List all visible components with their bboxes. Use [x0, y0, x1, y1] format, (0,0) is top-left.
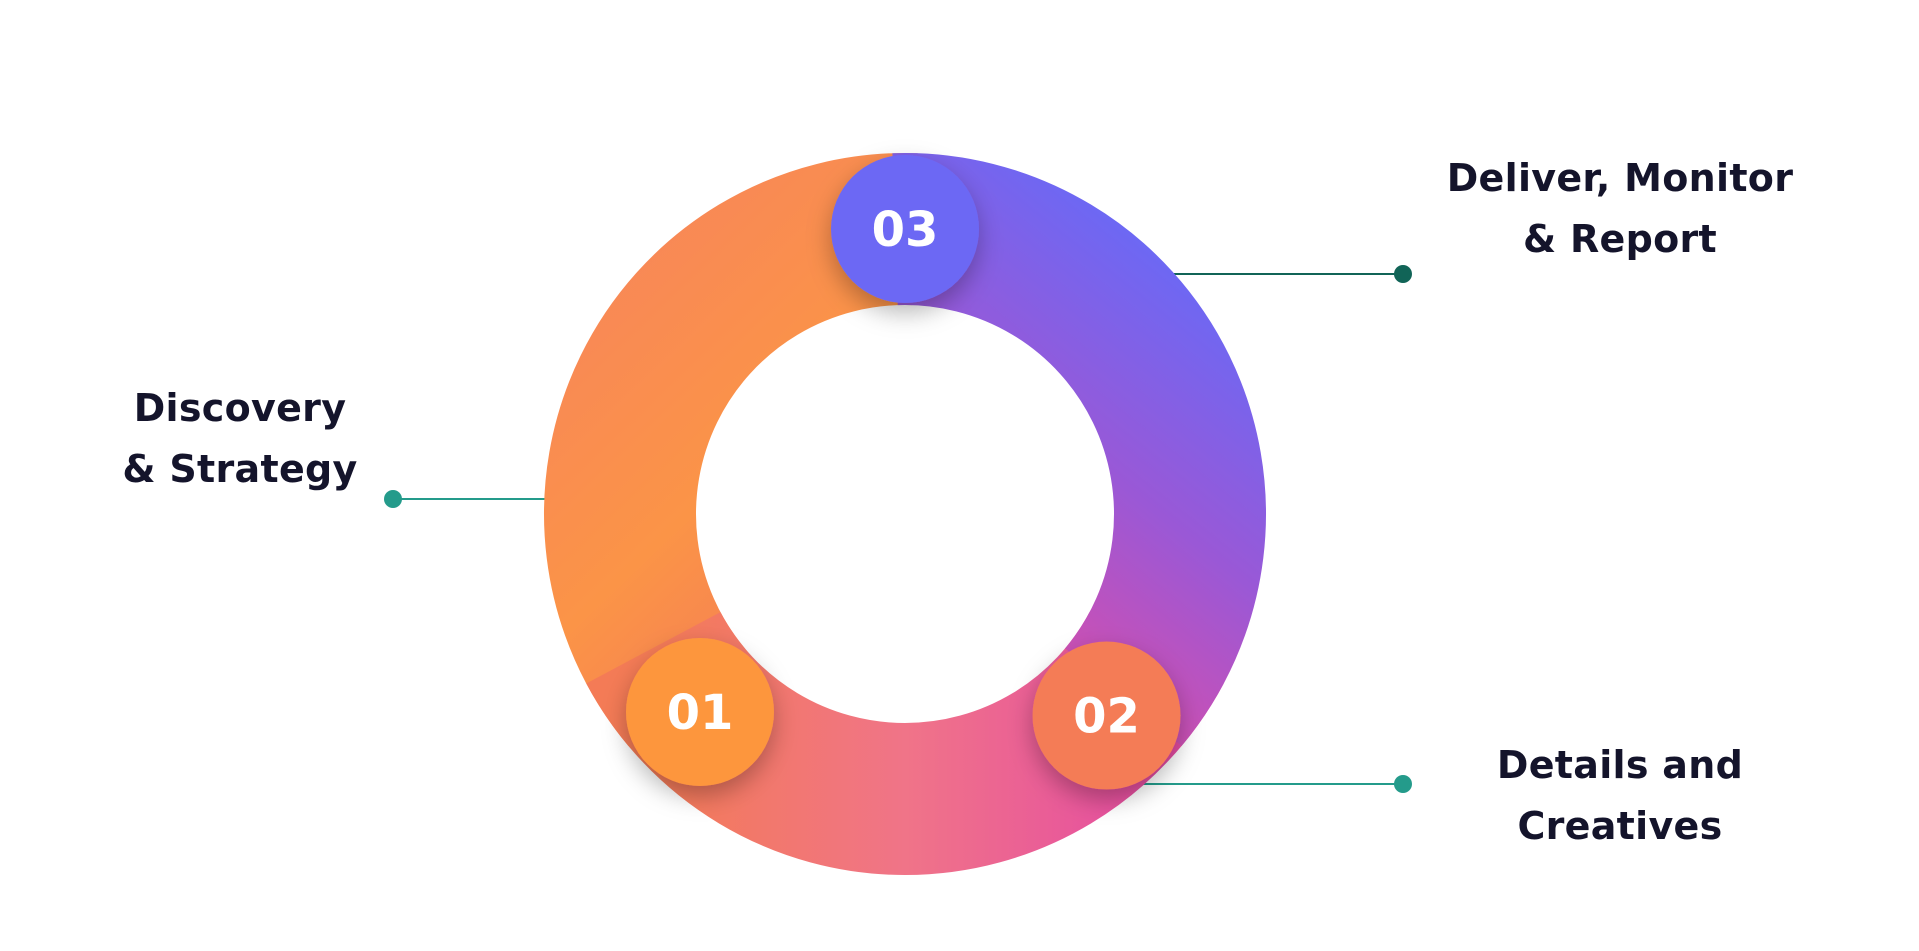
- connector-dot-step-2: [1394, 775, 1412, 793]
- step-02-badge-number: 02: [1073, 689, 1140, 745]
- step-3-label: Deliver, Monitor & Report: [1410, 148, 1830, 270]
- ring-segment-left: [544, 153, 918, 746]
- step-badges: 01 02 03: [625, 155, 1181, 790]
- step-3-label-line-1: Deliver, Monitor: [1446, 156, 1794, 200]
- ring-segment-right: [892, 153, 1266, 746]
- step-2-label-line-2: Creatives: [1517, 804, 1723, 848]
- step-02-badge: 02: [1032, 641, 1181, 790]
- step-3-label-line-2: & Report: [1522, 217, 1717, 261]
- connector-dot-step-3: [1394, 265, 1412, 283]
- step-1-label-line-2: & Strategy: [122, 447, 358, 491]
- step-01-badge-number: 01: [667, 685, 734, 741]
- step-03-badge: 03: [831, 155, 979, 303]
- step-2-label: Details and Creatives: [1410, 735, 1830, 857]
- step-02-badge-circle: [1032, 641, 1181, 790]
- step-1-label: Discovery & Strategy: [30, 378, 450, 500]
- step-01-badge-circle: [625, 637, 774, 786]
- connector-dot-step-1: [384, 490, 402, 508]
- step-01-badge: 01: [625, 637, 774, 786]
- step-03-badge-number: 03: [872, 202, 939, 258]
- step-2-label-line-1: Details and: [1496, 743, 1744, 787]
- step-1-label-line-1: Discovery: [133, 386, 347, 430]
- step-03-badge-circle: [831, 155, 979, 303]
